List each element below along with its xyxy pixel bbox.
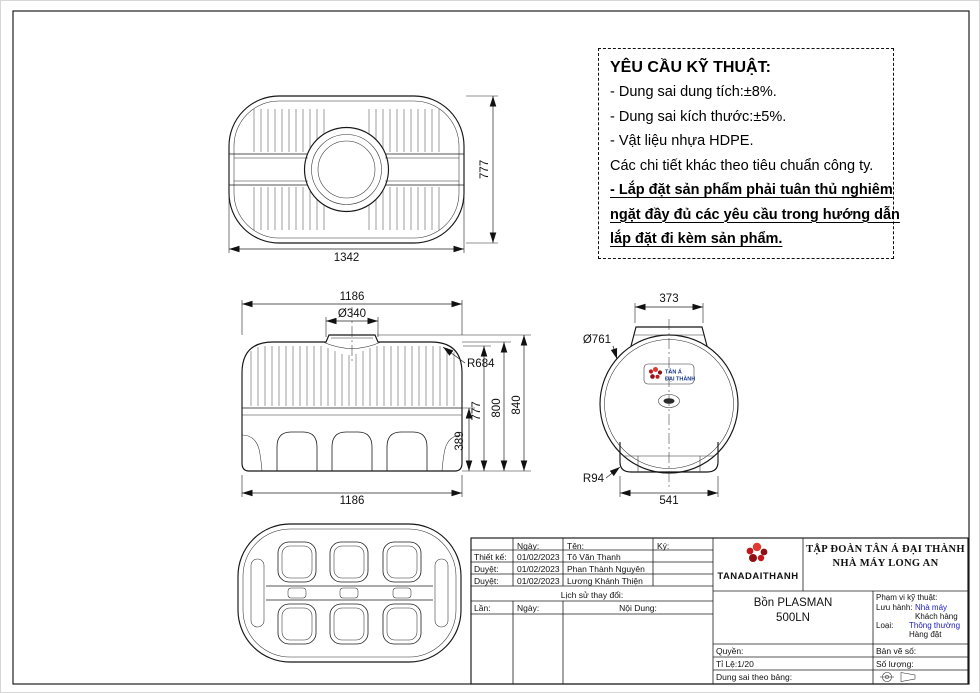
tb-brand-wordmark: TANADAITHANH — [717, 571, 799, 582]
top-view-outline — [228, 95, 465, 244]
tb-history-header-ngay: Ngày: — [517, 603, 540, 613]
tb-history-title: Lịch sử thay đổi: — [560, 590, 624, 600]
dim-side-height-389: 389 — [454, 431, 466, 450]
tb-header-date: Ngày: — [517, 541, 540, 551]
tb-quantity: Số lượng: — [876, 659, 914, 669]
technical-requirements-box: YÊU CẦU KỸ THUẬT: - Dung sai dung tích:±… — [598, 48, 900, 259]
tech-warning-line: lắp đặt đi kèm sản phẩm. — [610, 231, 783, 247]
tb-scope-khachhang: Khách hàng — [915, 612, 958, 621]
tb-scope-loai-value: Thông thường — [909, 621, 961, 630]
tb-header-name: Tên: — [567, 541, 585, 551]
bottom-view-band — [266, 585, 433, 601]
tb-quyen: Quyền: — [716, 646, 744, 656]
tb-history-header-lan: Lần: — [474, 603, 491, 613]
tb-scope-loai-label: Loại: — [876, 621, 894, 630]
tb-drawing-number: Bản vẽ số: — [876, 646, 917, 656]
end-view-logo-text-2: ĐẠI THÀNH — [665, 376, 695, 383]
title-block-grid — [470, 537, 969, 685]
tech-requirement-line: Các chi tiết khác theo tiêu chuẩn công t… — [610, 157, 874, 174]
dim-end-diameter: Ø761 — [583, 334, 611, 346]
tb-scope-hangdat: Hàng đặt — [909, 630, 942, 639]
dim-side-manhole-diameter: Ø340 — [338, 308, 366, 320]
tb-row-name: Tô Văn Thanh — [567, 552, 621, 562]
side-view — [241, 307, 463, 472]
tb-tolerance: Dung sai theo bảng: — [716, 672, 793, 682]
top-view-band — [229, 153, 464, 186]
tb-scope-luuhanh-value: Nhà máy — [915, 603, 948, 612]
tech-requirement-line: - Vật liệu nhựa HDPE. — [610, 133, 754, 149]
tb-product-name: Bồn PLASMAN — [753, 597, 833, 609]
tb-row-name: Phan Thành Nguyên — [567, 564, 645, 574]
dimensions: 777 1342 1186 Ø340 R684 777 800 840 389 … — [228, 95, 719, 507]
side-view-legs — [276, 431, 428, 471]
bottom-view-pockets — [250, 541, 449, 645]
bottom-view — [237, 523, 462, 663]
tb-company-name-1: TẬP ĐOÀN TÂN Á ĐẠI THÀNH — [806, 544, 965, 555]
tb-header-sign: Ký: — [657, 541, 670, 551]
tb-company-name-2: NHÀ MÁY LONG AN — [832, 558, 939, 569]
tb-product-model: 500LN — [776, 612, 810, 624]
dim-end-cap-width: 373 — [659, 293, 678, 305]
dim-top-view-width: 1342 — [334, 252, 360, 264]
tech-warning-line: ngặt đầy đủ các yêu cầu trong hướng dẫn — [610, 206, 900, 223]
dim-end-foot-radius: R94 — [583, 473, 605, 485]
dim-end-feet-width: 541 — [659, 495, 678, 507]
projection-symbol-icon — [880, 672, 916, 682]
tech-warning-line: - Lắp đặt sản phẩm phải tuân thủ nghiêm — [610, 182, 893, 198]
tb-row-label: Duyệt: — [474, 564, 499, 574]
tb-row-date: 01/02/2023 — [517, 576, 560, 586]
tb-row-date: 01/02/2023 — [517, 552, 560, 562]
tb-scale: Tỉ Lệ:1/20 — [716, 659, 754, 669]
end-view-logo-text-1: TÂN Á — [665, 369, 682, 376]
tb-row-date: 01/02/2023 — [517, 564, 560, 574]
side-view-outline — [241, 334, 463, 472]
tb-history-header-noidung: Nội Dung: — [619, 603, 657, 613]
tech-requirements-title: YÊU CẦU KỸ THUẬT: — [610, 59, 771, 76]
end-view-fitting — [658, 394, 680, 408]
end-view: TÂN Á ĐẠI THÀNH — [599, 319, 739, 489]
tech-requirement-line: - Dung sai dung tích:±8%. — [610, 84, 777, 100]
tb-row-name: Lương Khánh Thiện — [567, 576, 643, 586]
company-logo-icon — [746, 542, 768, 562]
dim-side-height-840: 840 — [511, 395, 523, 414]
tb-scope-title: Phạm vi kỹ thuật: — [876, 593, 938, 602]
top-view — [228, 95, 465, 244]
tech-requirement-line: - Dung sai kích thước:±5%. — [610, 108, 787, 125]
dim-top-view-height: 777 — [479, 160, 491, 179]
tb-scope-luuhanh-label: Lưu hành: — [876, 603, 913, 612]
dim-side-height-800: 800 — [491, 398, 503, 417]
dim-side-shoulder-radius: R684 — [467, 358, 495, 370]
brand-logo-icon — [648, 367, 663, 379]
dim-side-top-width: 1186 — [340, 291, 365, 303]
tb-row-label: Thiết kế: — [474, 552, 507, 562]
top-view-inner-contour — [233, 100, 460, 239]
side-view-ribs — [250, 346, 455, 406]
manhole-circle — [303, 126, 390, 213]
top-view-ribs — [253, 109, 440, 230]
bottom-view-outline — [237, 523, 462, 663]
tb-row-label: Duyệt: — [474, 576, 499, 586]
dim-side-bottom-width: 1186 — [340, 495, 365, 507]
dim-side-height-777: 777 — [471, 401, 483, 420]
